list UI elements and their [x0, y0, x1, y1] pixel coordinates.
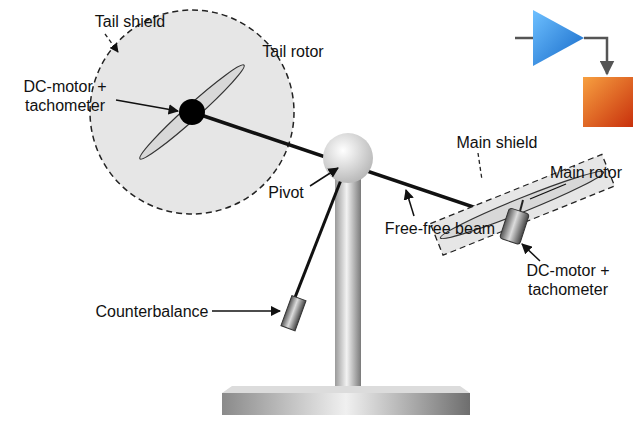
part-label: DC-motor + tachometer — [518, 261, 618, 299]
part-label: Counterbalance — [96, 302, 209, 321]
part-label: Tail rotor — [262, 42, 323, 61]
part-label: Main rotor — [550, 163, 622, 182]
part-label: DC-motor + tachometer — [15, 77, 115, 115]
part-label: Free-free beam — [385, 219, 495, 238]
part-label: Tail shield — [95, 12, 165, 31]
part-label: Main shield — [457, 133, 538, 152]
part-label: Pivot — [268, 183, 304, 202]
